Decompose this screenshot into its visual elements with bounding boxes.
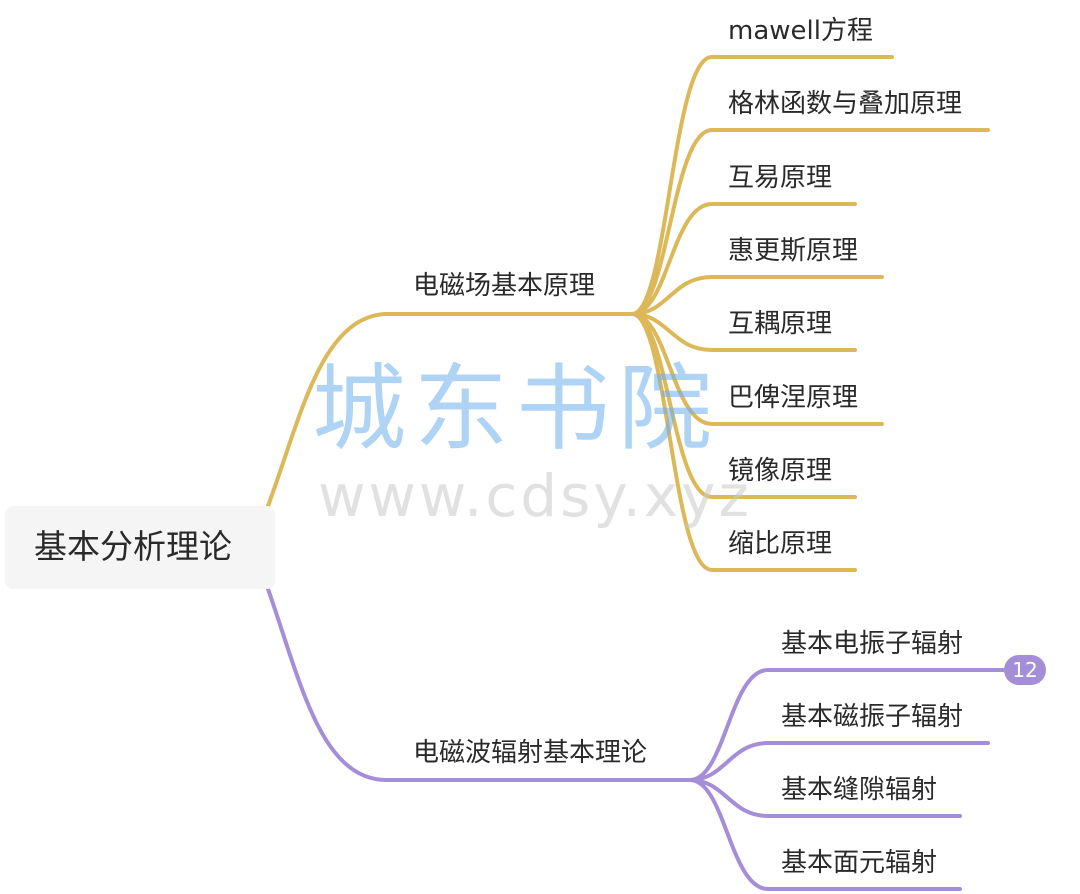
connector-branch1-leaf-6 (630, 312, 884, 426)
branch-label-em-field[interactable]: 电磁场基本原理 (413, 271, 596, 301)
branch-label-em-radiation[interactable]: 电磁波辐射基本理论 (413, 738, 648, 768)
connector-branch1-leaf-5 (630, 312, 857, 352)
collapsed-count-badge[interactable]: 12 (1004, 655, 1046, 685)
leaf-magnetic-dipole[interactable]: 基本磁振子辐射 (781, 702, 964, 732)
connector-root-branch2 (266, 587, 692, 782)
leaf-babinet[interactable]: 巴俾涅原理 (728, 383, 859, 413)
connector-branch1-leaf-2 (630, 128, 990, 316)
connector-root-branch1 (266, 312, 634, 508)
leaf-mutual-coupling[interactable]: 互耦原理 (728, 309, 833, 339)
leaf-scaling[interactable]: 缩比原理 (728, 529, 833, 559)
root-node[interactable] (5, 506, 275, 589)
connector-branch1-leaf-4 (630, 275, 884, 316)
leaf-surface-element[interactable]: 基本面元辐射 (781, 848, 938, 878)
connector-branch2-leaf-1 (688, 668, 1006, 782)
connector-branch1-leaf-1 (630, 55, 894, 316)
leaf-huygens[interactable]: 惠更斯原理 (728, 236, 859, 266)
connector-branch2-leaf-4 (688, 778, 962, 891)
leaf-image[interactable]: 镜像原理 (728, 456, 833, 486)
leaf-green-function[interactable]: 格林函数与叠加原理 (728, 89, 963, 119)
leaf-maxwell[interactable]: mawell方程 (728, 16, 873, 46)
connector-branch2-leaf-3 (688, 778, 962, 818)
connector-branch1-leaf-8 (630, 312, 857, 572)
leaf-slot[interactable]: 基本缝隙辐射 (781, 775, 938, 805)
connector-branch2-leaf-2 (688, 741, 990, 782)
connector-branch1-leaf-3 (630, 202, 857, 316)
leaf-reciprocity[interactable]: 互易原理 (728, 163, 833, 193)
root-label: 基本分析理论 (34, 527, 232, 566)
leaf-electric-dipole[interactable]: 基本电振子辐射 (781, 629, 964, 659)
